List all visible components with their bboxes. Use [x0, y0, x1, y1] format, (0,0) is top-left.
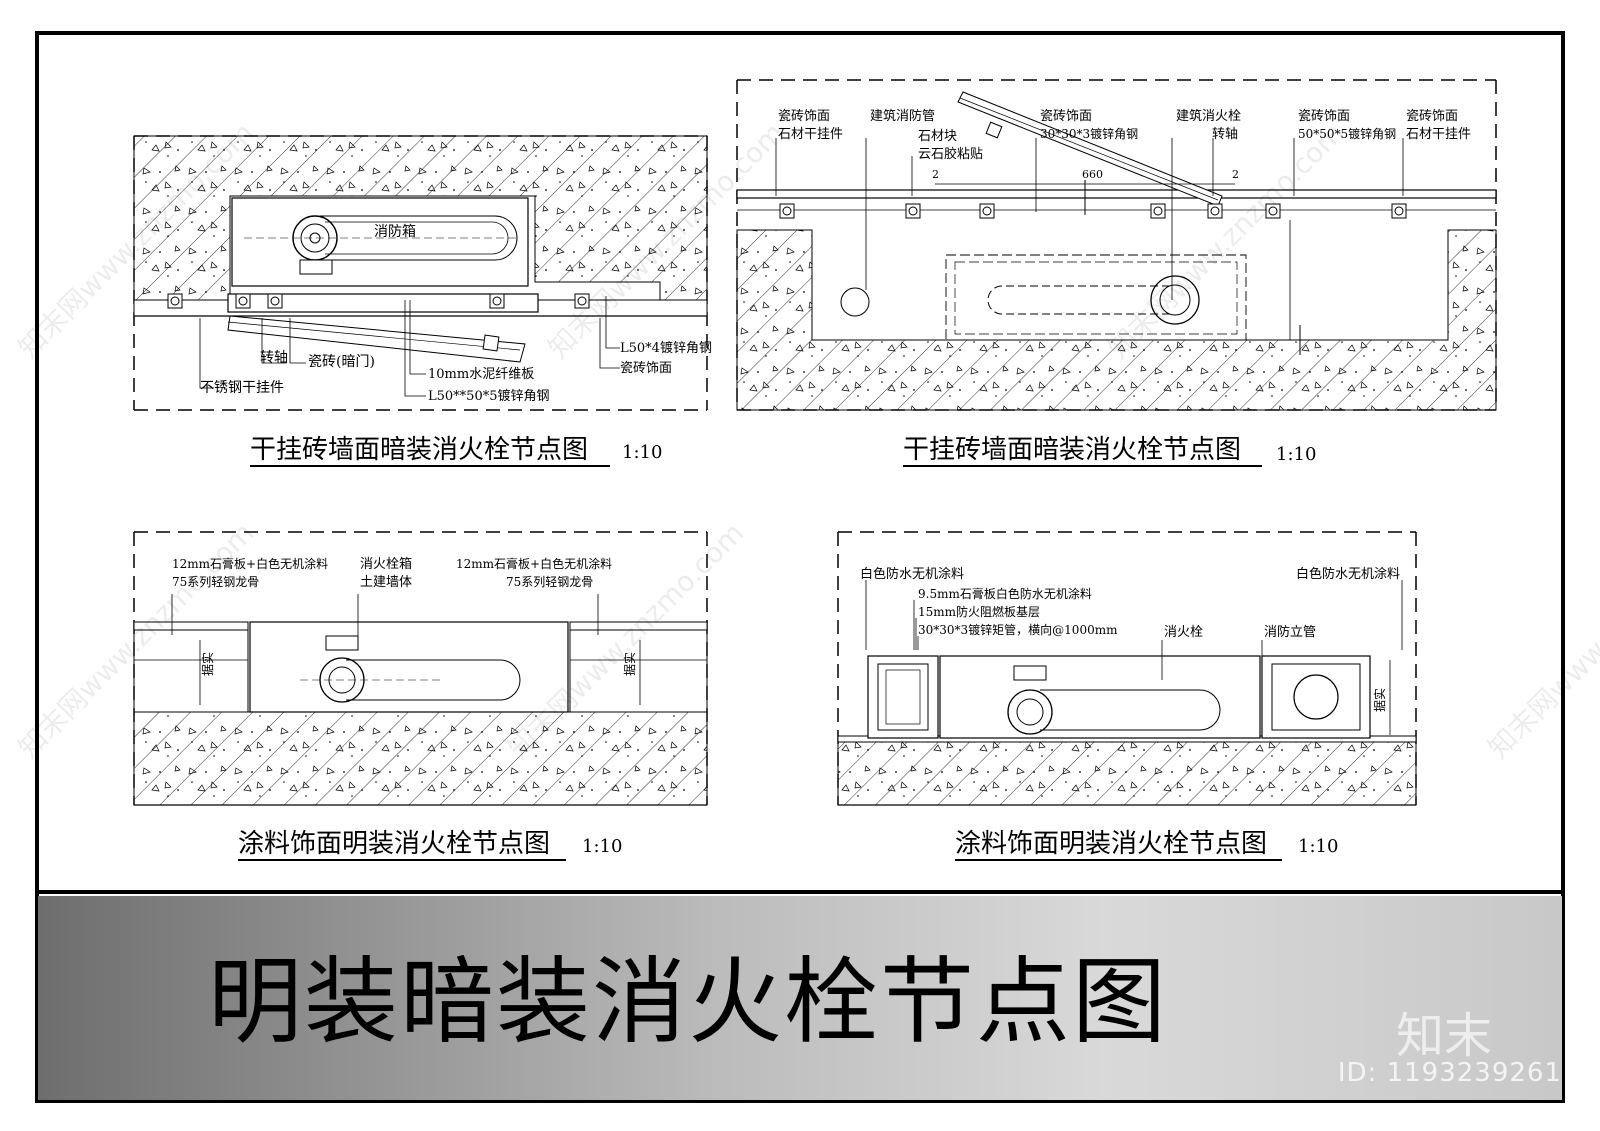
label-hydrant-2: 消火栓	[1164, 625, 1203, 640]
label-pivot-2: 转轴	[1212, 127, 1238, 142]
label-tile-rr1: 瓷砖饰面	[1406, 109, 1458, 124]
label-tile-l1: 瓷砖饰面	[778, 109, 830, 124]
label-cement-board: 10mm水泥纤维板	[428, 367, 534, 382]
label-stone-l2: 云石胶粘贴	[918, 146, 983, 162]
label-angle-steel-b: L50*4镀锌角钢	[620, 340, 712, 356]
panel-4-drawing	[837, 531, 1417, 806]
label-gyp-l2: 75系列轻钢龙骨	[172, 575, 259, 589]
panel-1-scale: 1:10	[622, 442, 662, 463]
label-tile-l2: 石材干挂件	[778, 127, 843, 142]
panel-3-caption: 涂料饰面明装消火栓节点图	[238, 829, 550, 859]
panel-3-scale: 1:10	[582, 836, 622, 857]
label-gyp-r1: 12mm石膏板+白色无机涂料	[456, 556, 612, 571]
label-box-l1: 消火栓箱	[360, 556, 412, 572]
panel-3-labels: 12mm石膏板+白色无机涂料 75系列轻钢龙骨 消火栓箱 土建墙体 12mm石膏…	[172, 556, 637, 676]
label-paint-r: 白色防水无机涂料	[1296, 566, 1400, 582]
label-gyp-r2: 75系列轻钢龙骨	[506, 575, 593, 589]
panel-2-scale: 1:10	[1276, 444, 1316, 465]
label-tile-door: 瓷砖(暗门)	[308, 354, 375, 370]
panel-2-caption: 干挂砖墙面暗装消火栓节点图	[903, 435, 1241, 465]
label-angle-steel-a: L50**50*5镀锌角钢	[428, 388, 550, 404]
title-band: 明装暗装消火栓节点图 知末 ID: 1193239261	[38, 896, 1562, 1100]
label-tile-r2: 50*50*5镀锌角钢	[1298, 127, 1396, 141]
label-riser: 消防立管	[1264, 624, 1316, 640]
svg-text:知末网www.znzmo.com: 知末网www.znzmo.com	[1102, 116, 1351, 365]
label-spec1: 9.5mm石膏板白色防水无机涂料	[918, 586, 1092, 601]
panel-1-drawing	[133, 135, 708, 411]
panel-1-labels: 消防箱 转轴 瓷砖(暗门) 不锈钢干挂件 10mm水泥纤维板 L50**50*5…	[200, 224, 712, 404]
dim-b: 据实	[622, 652, 637, 676]
dim-660: 660	[1082, 168, 1103, 181]
panel-4-caption: 涂料饰面明装消火栓节点图	[955, 829, 1267, 859]
label-spec3: 30*30*3镀锌矩管，横向@1000mm	[918, 622, 1118, 637]
label-fire-box: 消防箱	[374, 224, 416, 240]
label-hydrant: 建筑消火栓	[1176, 108, 1241, 124]
svg-text:知末网www.znzmo.com: 知末网www.znzmo.com	[1482, 516, 1600, 765]
dim-4: 据实	[1372, 688, 1387, 712]
page-title: 明装暗装消火栓节点图	[207, 948, 1168, 1057]
panel-2-labels: 瓷砖饰面 石材干挂件 建筑消防管 石材块 云石胶粘贴 瓷砖饰面 30*30*3镀…	[778, 108, 1471, 181]
fire-cabinet	[231, 197, 529, 287]
label-box-l2: 土建墙体	[360, 575, 412, 590]
label-gyp-l1: 12mm石膏板+白色无机涂料	[172, 556, 328, 571]
dim-2a: 2	[932, 168, 939, 181]
panel-2-drawing	[736, 79, 1497, 411]
hydrant-cabinet-2	[939, 655, 1261, 739]
dim-2b: 2	[1232, 168, 1239, 181]
hydrant-cabinet	[249, 621, 569, 713]
image-id-label: ID: 1193239261	[1337, 1058, 1562, 1088]
panel-4-scale: 1:10	[1298, 836, 1338, 857]
label-stone-l1: 石材块	[918, 129, 957, 144]
label-tile-finish: 瓷砖饰面	[620, 361, 672, 376]
label-paint-l: 白色防水无机涂料	[860, 566, 964, 582]
panel-4-labels: 白色防水无机涂料 白色防水无机涂料 9.5mm石膏板白色防水无机涂料 15mm防…	[860, 566, 1400, 712]
dim-a: 据实	[200, 652, 215, 676]
panel-1-caption: 干挂砖墙面暗装消火栓节点图	[250, 435, 588, 465]
label-tile-rr2: 石材干挂件	[1406, 127, 1471, 142]
label-fire-pipe: 建筑消防管	[870, 108, 935, 124]
label-steel-hanger: 不锈钢干挂件	[200, 380, 284, 396]
sheet-frame	[35, 31, 1565, 1103]
label-tile-m2: 30*30*3镀锌角钢	[1040, 127, 1138, 141]
label-tile-m1: 瓷砖饰面	[1040, 109, 1092, 124]
label-pivot: 转轴	[260, 350, 288, 366]
panel-3-drawing	[133, 531, 708, 806]
label-tile-r1: 瓷砖饰面	[1298, 109, 1350, 124]
label-spec2: 15mm防火阻燃板基层	[918, 604, 1040, 619]
brand-logo: 知末	[1395, 1008, 1492, 1064]
